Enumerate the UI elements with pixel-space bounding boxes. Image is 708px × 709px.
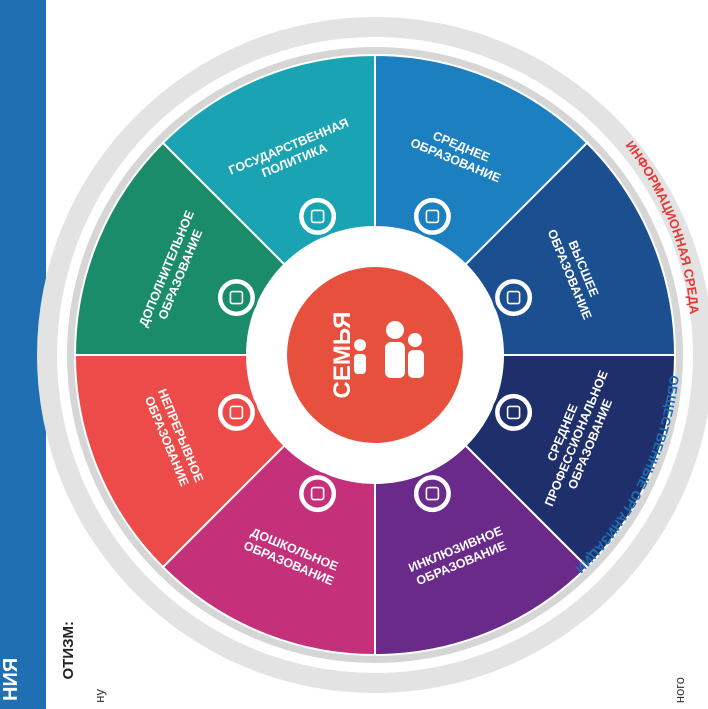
center-label: СЕМЬЯ — [329, 312, 356, 399]
wheelchair-icon — [410, 472, 454, 516]
gear-hand-icon — [296, 194, 340, 238]
graduate-icon — [492, 276, 536, 320]
gear-icon — [214, 390, 258, 434]
certificate-icon — [214, 276, 258, 320]
center-circle — [287, 267, 463, 443]
baby-stroller-icon — [296, 472, 340, 516]
worker-icon — [492, 390, 536, 434]
family-icon — [354, 321, 424, 378]
school-bus-icon — [410, 194, 454, 238]
